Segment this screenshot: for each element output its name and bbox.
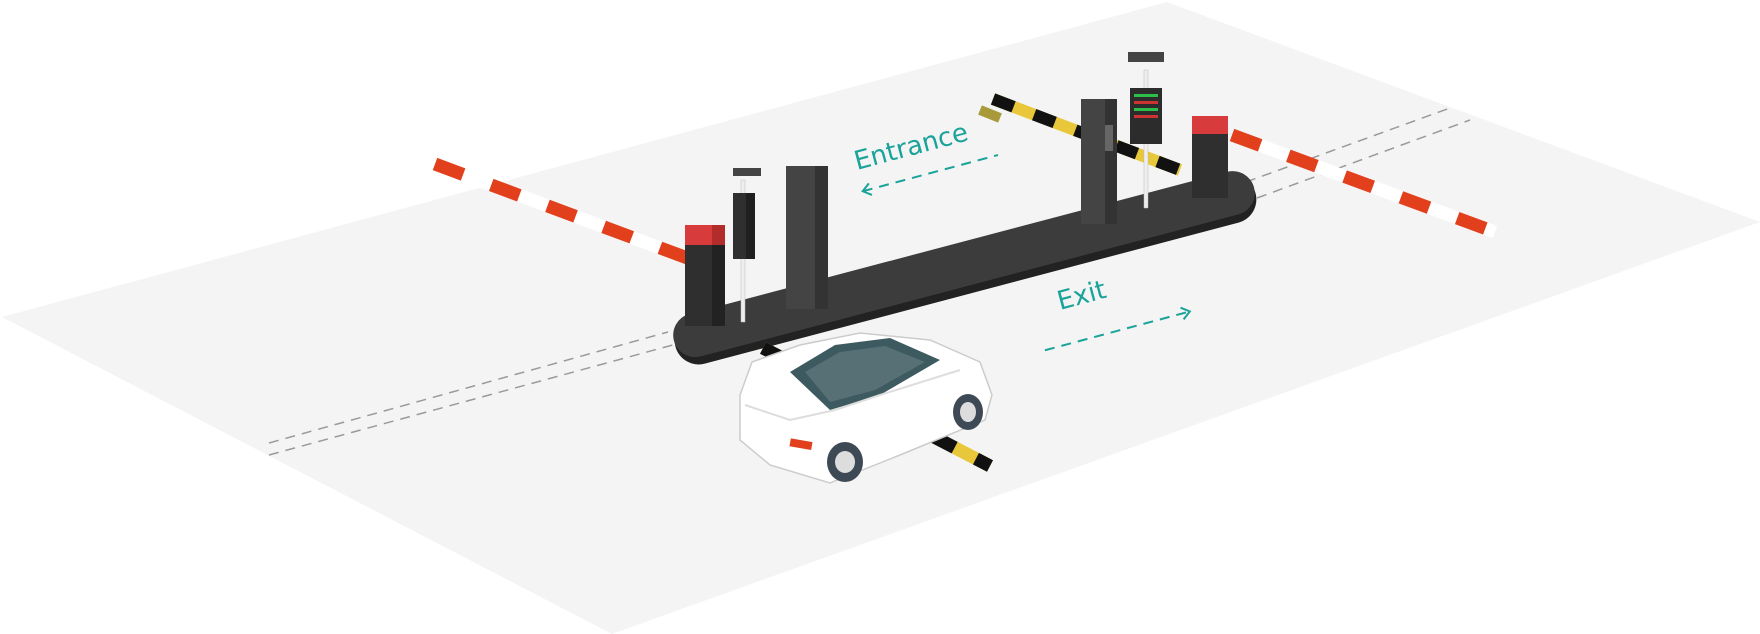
car [739, 332, 993, 484]
entrance-display-pole [1128, 52, 1164, 209]
camera-icon [733, 168, 761, 176]
exit-barrier-arm [432, 157, 701, 269]
exit-camera-pole [733, 168, 761, 323]
entrance-ticket-pillar [1081, 99, 1117, 224]
arrow-left-icon [861, 182, 873, 196]
arrow-right-icon [1180, 306, 1192, 320]
exit-barrier-gate [685, 225, 725, 326]
entrance-barrier-gate [1192, 116, 1498, 239]
camera-icon [1128, 52, 1164, 62]
lane-markings [268, 107, 1471, 456]
